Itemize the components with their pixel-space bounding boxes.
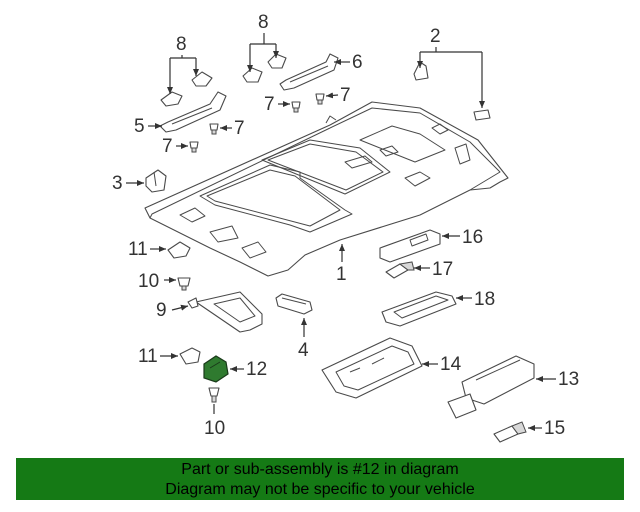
assist-grip-part-6[interactable] xyxy=(279,53,339,91)
callout-18: 18 xyxy=(474,289,495,310)
callout-7-d: 7 xyxy=(162,136,173,157)
callout-7-c: 7 xyxy=(234,118,245,139)
callout-14: 14 xyxy=(440,354,462,375)
hook-part-8[interactable] xyxy=(160,53,287,107)
bracket-part-11-lower[interactable] xyxy=(179,347,201,365)
bezel-part-18[interactable] xyxy=(381,291,457,327)
clip-part-2[interactable] xyxy=(413,61,491,121)
callout-9: 9 xyxy=(156,300,167,321)
callout-8-left: 8 xyxy=(176,34,187,55)
info-banner: Part or sub-assembly is #12 in diagram D… xyxy=(16,458,624,500)
callout-17: 17 xyxy=(432,259,453,280)
callout-6: 6 xyxy=(352,52,363,73)
leader-lines xyxy=(126,33,556,431)
bulb-part-17[interactable] xyxy=(385,261,415,279)
callout-11-lower: 11 xyxy=(138,346,158,367)
callout-12: 12 xyxy=(246,359,267,380)
callout-5: 5 xyxy=(134,116,145,137)
callout-7-a: 7 xyxy=(264,94,275,115)
callout-2: 2 xyxy=(430,26,441,47)
callout-10-lower: 10 xyxy=(204,418,225,439)
highlighted-part-12[interactable] xyxy=(203,355,229,383)
headliner-part[interactable] xyxy=(144,101,509,277)
lamp-assembly-part-13[interactable] xyxy=(447,355,535,419)
callout-4: 4 xyxy=(298,340,309,361)
switch-panel-part-16[interactable] xyxy=(379,229,441,263)
callout-8-right: 8 xyxy=(258,12,269,33)
callout-13: 13 xyxy=(558,369,579,390)
bulb-part-15[interactable] xyxy=(493,421,527,443)
callout-labels: 8 8 2 6 7 7 5 7 7 3 11 1 16 17 10 18 9 4… xyxy=(112,12,579,439)
callout-15: 15 xyxy=(544,418,565,439)
screw-part-10-upper[interactable] xyxy=(177,277,191,291)
callout-10-upper: 10 xyxy=(138,271,159,292)
callout-3: 3 xyxy=(112,173,123,194)
banner-line-part-number: Part or sub-assembly is #12 in diagram xyxy=(181,461,459,478)
assist-grip-part-5[interactable] xyxy=(159,91,227,133)
lamp-lens-part-4[interactable] xyxy=(275,293,313,315)
bracket-part-11-upper[interactable] xyxy=(167,241,191,259)
screw-part-7[interactable] xyxy=(189,93,325,153)
console-housing-part-14[interactable] xyxy=(321,337,423,399)
callout-11-upper: 11 xyxy=(128,239,148,260)
sun-visor-part-9[interactable] xyxy=(187,291,263,333)
screw-part-10-lower[interactable] xyxy=(208,387,220,403)
banner-line-disclaimer: Diagram may not be specific to your vehi… xyxy=(165,481,475,498)
callout-16: 16 xyxy=(462,227,483,248)
clip-part-3[interactable] xyxy=(145,169,167,193)
callout-1: 1 xyxy=(336,264,347,285)
callout-7-b: 7 xyxy=(340,85,351,106)
